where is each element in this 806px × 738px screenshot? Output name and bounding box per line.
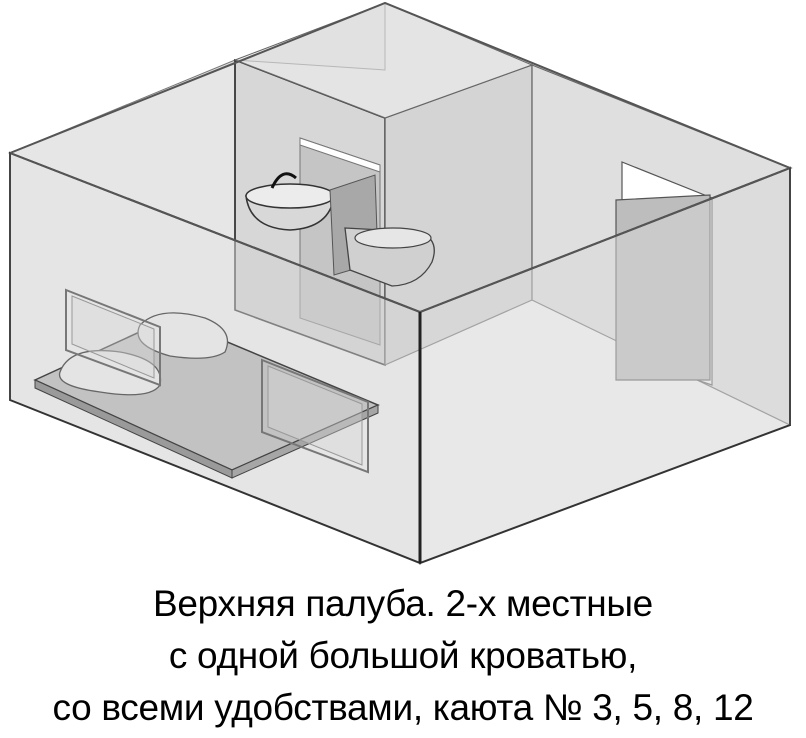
bathroom-door-frame [299, 137, 381, 173]
toilet [329, 174, 435, 287]
cabin-3d-drawing [7, 1, 793, 565]
caption-line-1: Верхняя палуба. 2-х местные [153, 583, 653, 624]
left-window [65, 288, 161, 387]
cabin-caption: Верхняя палуба. 2-х местные с одной боль… [0, 578, 806, 734]
caption-line-2: с одной большой кроватью, [168, 635, 638, 676]
right-window [261, 358, 369, 474]
caption-line-3: со всеми удобствами, каюта № 3, 5, 8, 12 [52, 687, 754, 728]
